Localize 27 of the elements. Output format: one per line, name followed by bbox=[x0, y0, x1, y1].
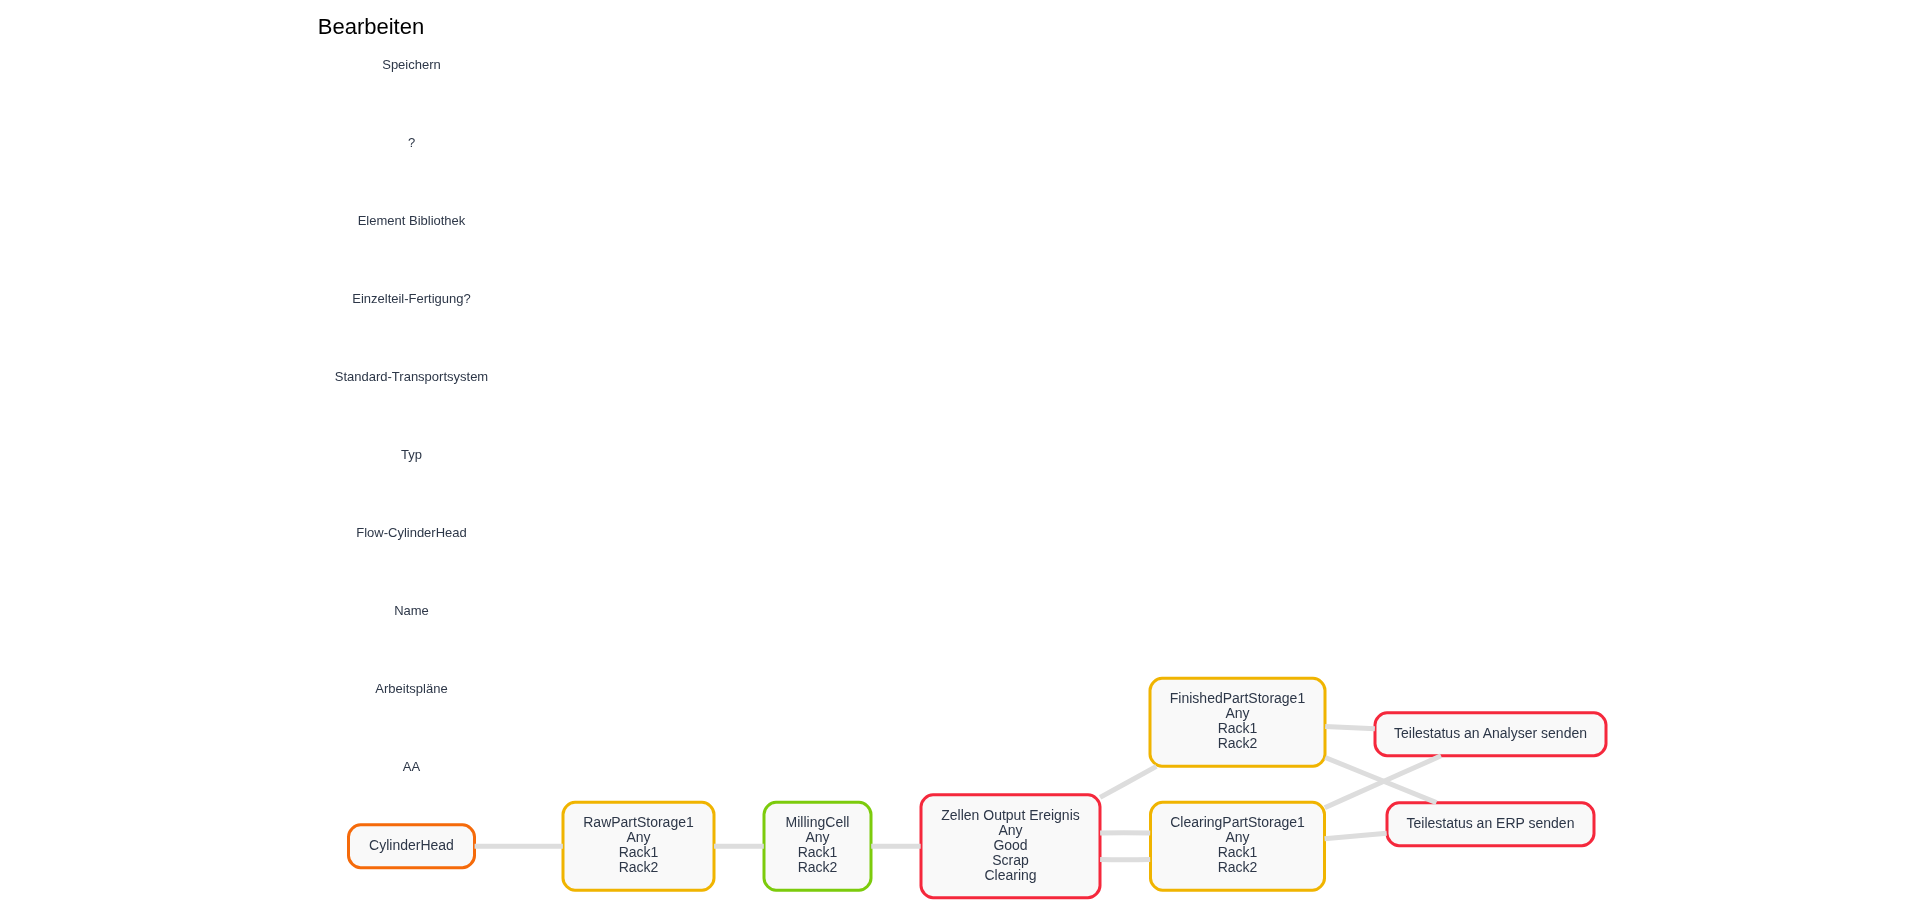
label: AA bbox=[402, 758, 421, 774]
label: Standard-Transportsystem bbox=[334, 368, 489, 384]
label: Flow-CylinderHead bbox=[356, 524, 467, 540]
label: Typ bbox=[401, 446, 422, 462]
label: Name bbox=[394, 602, 429, 618]
node-box: Zellen Output Ereignis Any Good Scrap Clearing bbox=[919, 793, 1102, 900]
connector bbox=[1100, 830, 1151, 836]
connector bbox=[714, 843, 764, 849]
diagram-title: Bearbeiten bbox=[317, 13, 425, 39]
node-box: Teilestatus an Analyser senden bbox=[1373, 711, 1608, 758]
label: Speichern bbox=[382, 56, 441, 72]
node-box: Teilestatus an ERP senden bbox=[1385, 801, 1596, 848]
node-box: ClearingPartStorage1 Any Rack1 Rack2 bbox=[1149, 800, 1326, 892]
node-box: MillingCell Any Rack1 Rack2 bbox=[762, 800, 873, 892]
connector bbox=[1324, 830, 1387, 842]
node-box: CylinderHead bbox=[347, 823, 476, 870]
connector bbox=[1098, 764, 1158, 800]
connector bbox=[871, 843, 921, 849]
label: Element Bibliothek bbox=[357, 212, 466, 228]
label: ? bbox=[407, 134, 416, 150]
label: Einzelteil-Fertigung? bbox=[352, 290, 471, 306]
connector bbox=[1325, 723, 1375, 732]
connector bbox=[1100, 856, 1151, 863]
node-box: FinishedPartStorage1 Any Rack1 Rack2 bbox=[1148, 676, 1327, 768]
label: Arbeitspläne bbox=[375, 680, 448, 696]
node-box: RawPartStorage1 Any Rack1 Rack2 bbox=[561, 800, 716, 892]
connector bbox=[474, 843, 563, 849]
